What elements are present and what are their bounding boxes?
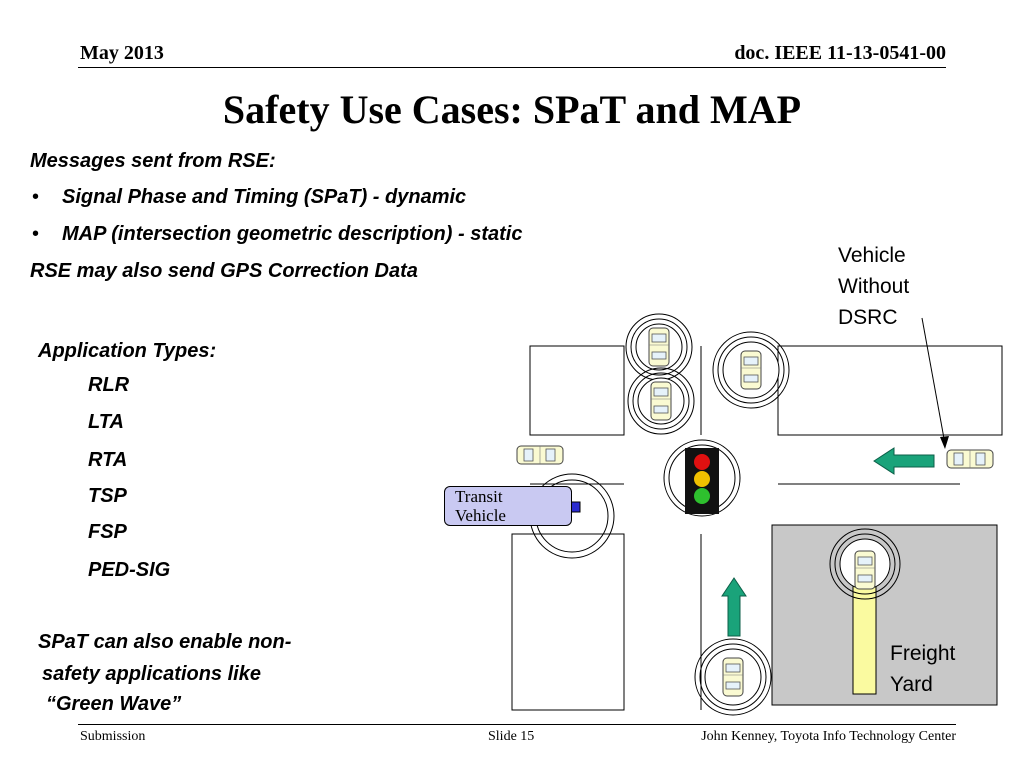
city-blocks xyxy=(511,345,1003,711)
gps-note: RSE may also send GPS Correction Data xyxy=(30,260,418,282)
vehicle-without-dsrc-label: Vehicle Without DSRC xyxy=(838,240,909,333)
header-date: May 2013 xyxy=(80,42,164,64)
footer-author: John Kenney, Toyota Info Technology Cent… xyxy=(701,729,956,744)
app-type-fsp: FSP xyxy=(88,521,127,543)
car-east-no-dsrc xyxy=(946,449,994,469)
transit-label-line-1: Transit xyxy=(455,487,503,506)
app-type-rlr: RLR xyxy=(88,374,130,396)
header-doc-id: doc. IEEE 11-13-0541-00 xyxy=(734,42,946,64)
green-wave-line-3: “Green Wave” xyxy=(46,693,182,715)
vehicle-label-line-1: Vehicle xyxy=(838,244,906,267)
car-north-1 xyxy=(625,313,693,381)
vehicle-label-line-2: Without xyxy=(838,275,910,298)
app-types-heading: Application Types: xyxy=(38,340,217,362)
callout-arrowhead xyxy=(940,436,949,449)
bullet-marker-2: • xyxy=(32,223,40,245)
app-type-lta: LTA xyxy=(88,411,124,433)
footer-submission: Submission xyxy=(80,729,146,744)
app-type-ped-sig: PED-SIG xyxy=(88,559,171,581)
car-north-3 xyxy=(712,331,790,409)
bullet-map: MAP (intersection geometric description)… xyxy=(62,223,523,245)
app-type-tsp: TSP xyxy=(88,485,127,507)
bullet-marker-1: • xyxy=(32,186,40,208)
freight-yard-label: Freight Yard xyxy=(890,638,955,700)
green-light-icon xyxy=(694,488,710,504)
footer-slide-number: Slide 15 xyxy=(488,729,535,744)
freight-truck xyxy=(829,528,901,695)
callout-line xyxy=(921,317,946,445)
bullet-spat: Signal Phase and Timing (SPaT) - dynamic xyxy=(62,186,467,208)
traffic-light xyxy=(663,439,741,517)
transit-vehicle-box: Transit Vehicle xyxy=(444,486,572,526)
arrow-left-icon xyxy=(873,447,935,475)
yellow-light-icon xyxy=(694,471,710,487)
lane-markings xyxy=(530,346,960,710)
freight-label-line-1: Freight xyxy=(890,642,956,665)
transit-label-line-2: Vehicle xyxy=(455,506,506,525)
green-wave-line-2: safety applications like xyxy=(42,663,261,685)
green-wave-line-1: SPaT can also enable non- xyxy=(38,631,292,653)
app-type-rta: RTA xyxy=(88,449,128,471)
car-west xyxy=(516,445,564,465)
vehicle-label-line-3: DSRC xyxy=(838,306,898,329)
freight-label-line-2: Yard xyxy=(890,673,933,696)
car-north-2 xyxy=(627,367,695,435)
header-divider xyxy=(78,67,946,68)
red-light-icon xyxy=(694,454,710,470)
freight-yard-area xyxy=(771,524,998,706)
footer-divider xyxy=(78,724,956,725)
arrow-up-icon xyxy=(721,577,747,637)
car-south xyxy=(694,638,772,716)
slide-title: Safety Use Cases: SPaT and MAP xyxy=(222,87,802,132)
messages-heading: Messages sent from RSE: xyxy=(30,150,276,172)
